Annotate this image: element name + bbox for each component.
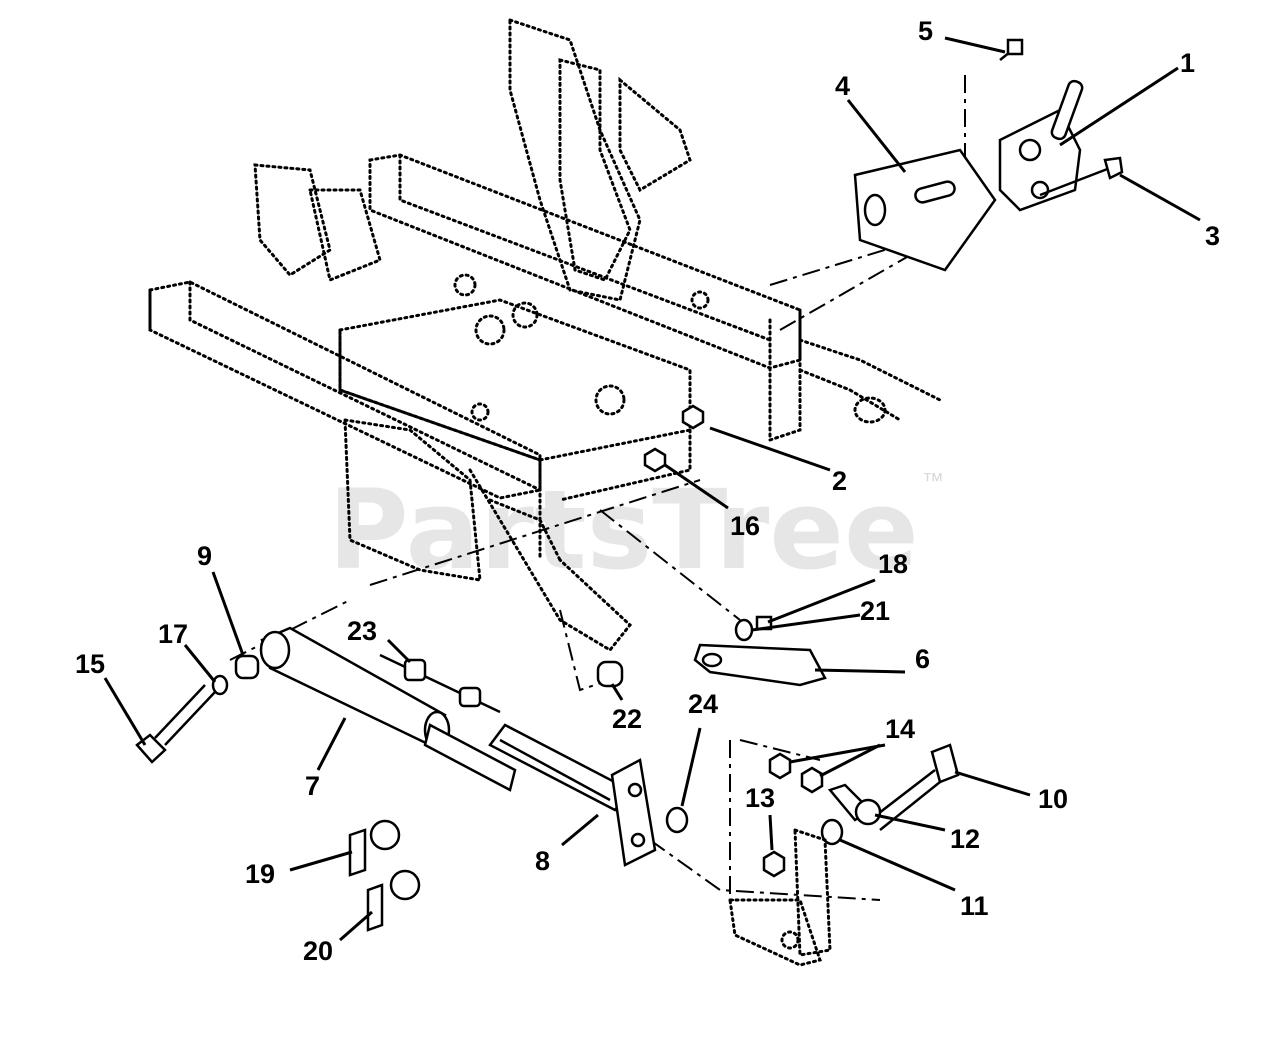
callout-5: 5 [918,16,933,46]
callout-12: 12 [950,824,980,854]
callout-24: 24 [688,689,718,719]
control-valve [998,79,1084,212]
callout-3: 3 [1205,221,1220,251]
callout-1: 1 [1180,48,1195,78]
callout-21: 21 [860,596,890,626]
lift-link [693,643,827,687]
hydraulic-cylinder [259,626,517,792]
callout-7: 7 [305,771,320,801]
watermark-trademark: ™ [922,468,944,493]
callout-4: 4 [835,71,850,101]
nut-14a [768,752,792,780]
callout-20: 20 [303,936,333,966]
assembly-lines [229,75,981,901]
callout-6: 6 [915,644,930,674]
callout-19: 19 [245,859,275,889]
bushing-12 [827,783,882,826]
tractor-frame [148,17,942,652]
nut-2 [681,404,705,430]
callout-labels: 1 2 3 4 5 6 7 8 9 10 11 12 13 14 15 16 1… [75,16,1220,966]
bolt-3 [1039,156,1124,197]
callout-13: 13 [745,783,775,813]
nut-13 [762,850,786,878]
washer-21 [734,618,754,642]
callout-14: 14 [885,714,915,744]
nut-24 [665,806,689,834]
bolt-15 [135,684,216,764]
watermark-text: PartsTree [328,466,919,594]
washer-17 [211,674,229,696]
spacer-22 [596,660,624,688]
clip-20 [366,869,421,932]
callout-23: 23 [347,616,377,646]
callout-9: 9 [197,541,212,571]
valve-bracket [853,148,997,272]
clip-19 [348,819,401,877]
callout-18: 18 [878,549,908,579]
spacer-9 [234,654,260,680]
callout-8: 8 [535,846,550,876]
callout-15: 15 [75,649,105,679]
nut-16 [643,447,667,473]
bolt-5 [999,38,1024,61]
callout-17: 17 [158,619,188,649]
callout-16: 16 [730,511,760,541]
callout-11: 11 [960,891,989,921]
rod-end [379,653,501,714]
pivot-shaft [488,723,657,867]
callout-2: 2 [832,466,847,496]
washer-11 [820,818,844,846]
leader-lines [103,36,1201,942]
callout-10: 10 [1038,784,1068,814]
lower-bracket [728,827,832,967]
callout-22: 22 [612,704,642,734]
nut-14b [800,766,824,794]
